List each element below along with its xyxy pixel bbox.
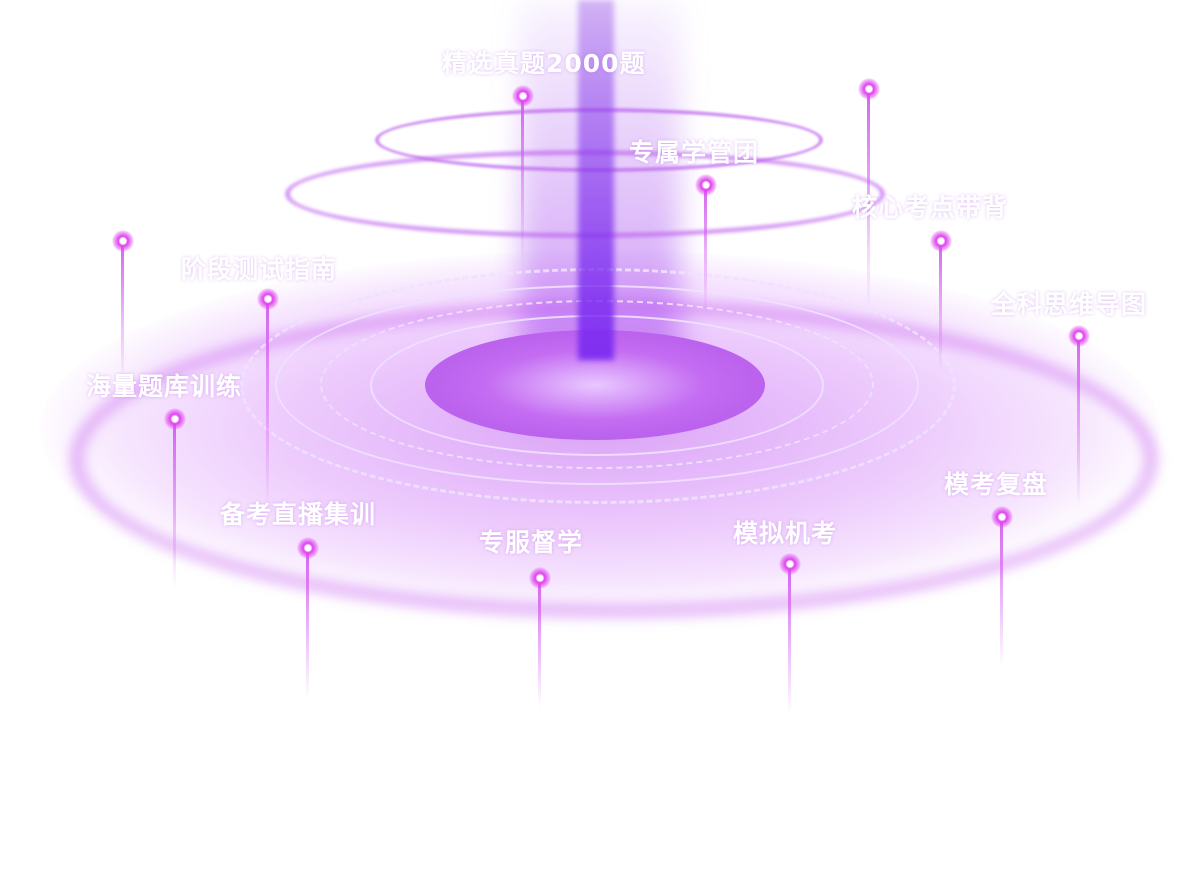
label-question-bank: 海量题库训练 — [86, 372, 243, 401]
pin-line — [173, 419, 176, 589]
pin-line — [306, 548, 309, 698]
glow-dot-icon — [257, 288, 279, 310]
label-core-points: 核心考点带背 — [852, 193, 1009, 222]
pin-line — [704, 185, 707, 315]
glow-dot-icon — [779, 553, 801, 575]
glow-dot-icon — [930, 230, 952, 252]
pin-line — [538, 578, 541, 708]
pin-line — [939, 241, 942, 371]
label-mock-exam: 模拟机考 — [733, 519, 838, 548]
label-supervision: 专服督学 — [479, 528, 584, 557]
pin-line — [1077, 336, 1080, 506]
label-top-questions: 精选真题2000题 — [442, 49, 646, 78]
label-mindmap: 全科思维导图 — [991, 290, 1148, 319]
glow-dot-icon — [112, 230, 134, 252]
pin-line — [867, 89, 870, 309]
glow-dot-icon — [991, 506, 1013, 528]
glow-dot-icon — [858, 78, 880, 100]
pin-line — [788, 564, 791, 714]
pin-line — [521, 96, 524, 266]
pin-line — [121, 241, 124, 381]
glow-dot-icon — [1068, 325, 1090, 347]
label-mentor: 专属学管团 — [629, 138, 760, 167]
label-stage-test: 阶段测试指南 — [181, 255, 338, 284]
label-live-training: 备考直播集训 — [220, 500, 377, 529]
glow-dot-icon — [512, 85, 534, 107]
glow-dot-icon — [695, 174, 717, 196]
light-beam-core — [578, 0, 614, 360]
pin-line — [266, 299, 269, 509]
label-mock-review: 模考复盘 — [944, 470, 1049, 499]
glow-dot-icon — [529, 567, 551, 589]
glow-dot-icon — [164, 408, 186, 430]
glow-dot-icon — [297, 537, 319, 559]
pin-line — [1000, 517, 1003, 667]
